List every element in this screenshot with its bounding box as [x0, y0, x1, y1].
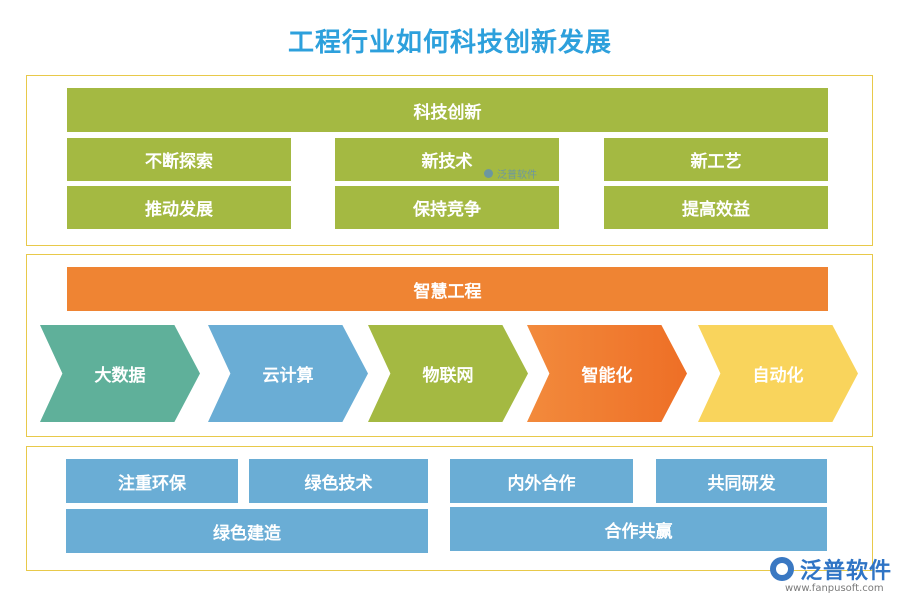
tech-innovation-header: 科技创新 — [67, 88, 828, 132]
innovation-item-compete: 保持竞争 — [335, 186, 559, 229]
innovation-item-new-tech: 新技术 — [335, 138, 559, 181]
chevron-big-data: 大数据 — [40, 325, 200, 422]
item-co-research: 共同研发 — [656, 459, 827, 503]
item-win-win: 合作共赢 — [450, 507, 827, 551]
chevron-automation: 自动化 — [698, 325, 858, 422]
brand-logo: 泛普软件 — [770, 553, 892, 585]
item-green-tech: 绿色技术 — [249, 459, 428, 503]
logo-text: 泛普软件 — [800, 559, 893, 584]
watermark: 泛普软件 — [484, 166, 537, 181]
watermark-text: 泛普软件 — [497, 170, 537, 181]
smart-engineering-header: 智慧工程 — [67, 267, 828, 311]
innovation-item-promote: 推动发展 — [67, 186, 291, 229]
item-environmental: 注重环保 — [66, 459, 238, 503]
page-title: 工程行业如何科技创新发展 — [287, 28, 612, 58]
chevron-iot: 物联网 — [368, 325, 528, 422]
innovation-item-new-process: 新工艺 — [604, 138, 828, 181]
chevron-cloud-computing: 云计算 — [208, 325, 368, 422]
logo-icon — [770, 557, 794, 581]
watermark-icon — [484, 169, 493, 178]
item-green-build: 绿色建造 — [66, 509, 428, 553]
innovation-item-efficiency: 提高效益 — [604, 186, 828, 229]
item-cooperation: 内外合作 — [450, 459, 633, 503]
logo-url: www.fanpusoft.com — [785, 583, 884, 594]
innovation-item-explore: 不断探索 — [67, 138, 291, 181]
chevron-intelligence: 智能化 — [527, 325, 687, 422]
